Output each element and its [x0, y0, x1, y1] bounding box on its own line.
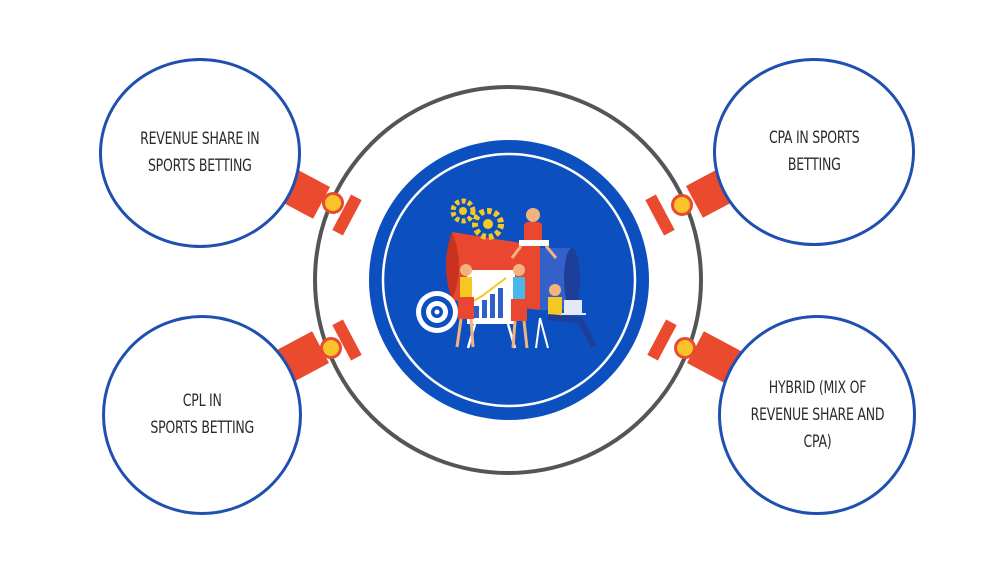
node-hybrid-label: HYBRID (MIX OF REVENUE SHARE AND CPA)	[750, 377, 884, 452]
person-top-figure	[510, 208, 558, 259]
growth-chart-icon	[466, 270, 517, 349]
outer-ring	[313, 85, 703, 475]
node-cpa-label: CPA IN SPORTS BETTING	[768, 128, 860, 175]
node-hybrid: HYBRID (MIX OF REVENUE SHARE AND CPA)	[718, 315, 916, 515]
target-icon	[416, 291, 458, 333]
node-cpa: CPA IN SPORTS BETTING	[713, 58, 915, 246]
node-revenue-share-label: REVENUE SHARE IN SPORTS BETTING	[140, 129, 260, 176]
person-left-figure	[455, 264, 475, 348]
person-laptop-figure	[535, 284, 597, 349]
hub-inner-ring	[381, 152, 637, 408]
gear-icon	[450, 198, 504, 240]
team-illustration	[416, 198, 597, 349]
node-cpl: CPL IN SPORTS BETTING	[102, 315, 302, 515]
node-cpl-label: CPL IN SPORTS BETTING	[150, 391, 254, 438]
node-revenue-share: REVENUE SHARE IN SPORTS BETTING	[99, 58, 301, 248]
person-middle-figure	[511, 264, 529, 349]
